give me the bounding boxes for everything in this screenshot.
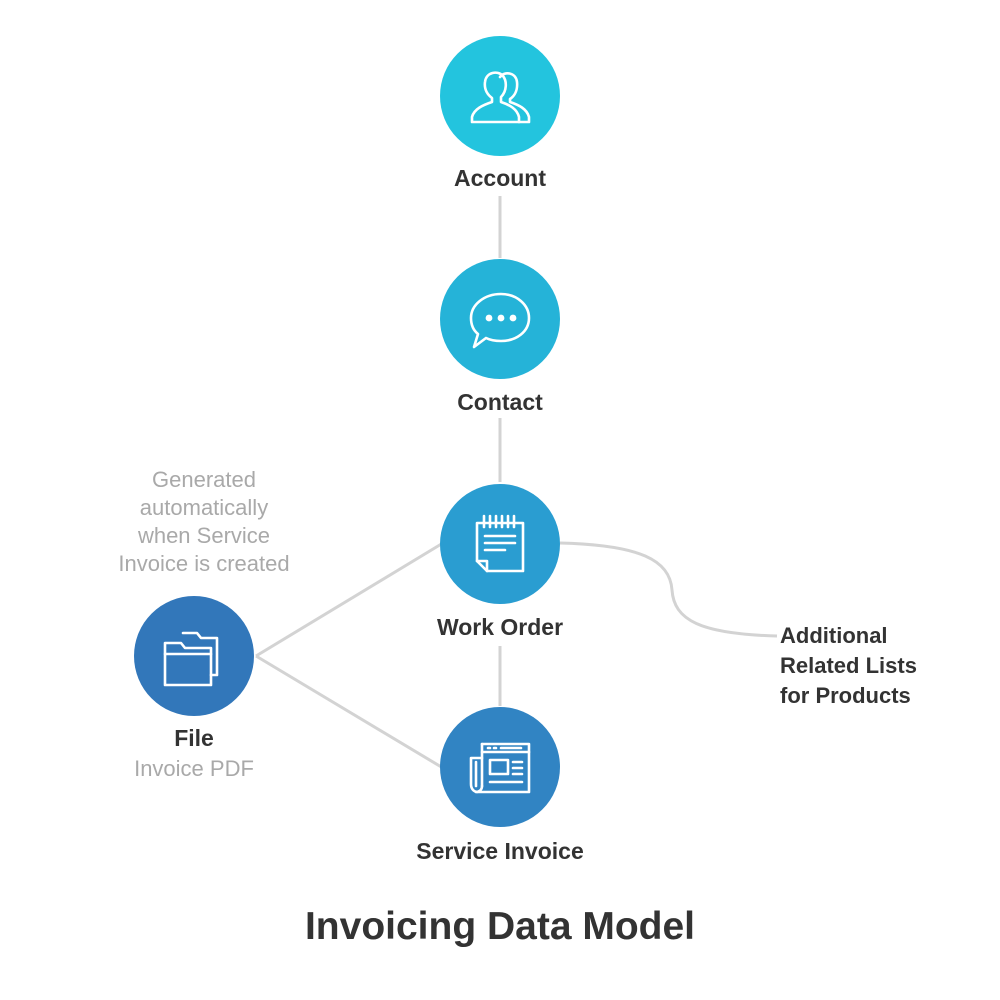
file-note-line: Invoice is created bbox=[118, 551, 290, 576]
file-note-line: automatically bbox=[139, 495, 269, 520]
file-node[interactable] bbox=[134, 596, 254, 716]
folder-icon bbox=[163, 631, 219, 687]
contact-label: Contact bbox=[457, 389, 543, 415]
newspaper-icon bbox=[469, 742, 531, 794]
account-label: Account bbox=[454, 165, 546, 191]
notepad-icon bbox=[475, 514, 525, 573]
file-label: File bbox=[174, 725, 214, 751]
contact-node[interactable] bbox=[440, 259, 560, 379]
service-invoice-node[interactable] bbox=[440, 707, 560, 827]
related-lists-note: Additional Related Lists for Products bbox=[780, 621, 917, 711]
work-order-node[interactable] bbox=[440, 484, 560, 604]
account-node[interactable] bbox=[440, 36, 560, 156]
connector-file-work-order bbox=[255, 541, 444, 658]
file-sublabel: Invoice PDF bbox=[134, 756, 254, 781]
file-note-line: Generated bbox=[152, 467, 256, 492]
file-generation-note: Generated automatically when Service Inv… bbox=[64, 466, 344, 578]
related-lists-line: Related Lists bbox=[780, 653, 917, 678]
related-lists-line: for Products bbox=[780, 683, 911, 708]
diagram-title: Invoicing Data Model bbox=[304, 905, 696, 948]
users-icon bbox=[470, 71, 531, 124]
chat-bubble-icon bbox=[469, 292, 531, 349]
connector-file-service-invoice bbox=[255, 654, 444, 770]
file-note-line: when Service bbox=[137, 523, 271, 548]
service-invoice-label: Service Invoice bbox=[416, 838, 584, 864]
related-lists-line: Additional bbox=[780, 623, 888, 648]
work-order-label: Work Order bbox=[436, 614, 564, 640]
connector-work-order-related-lists bbox=[559, 541, 778, 638]
